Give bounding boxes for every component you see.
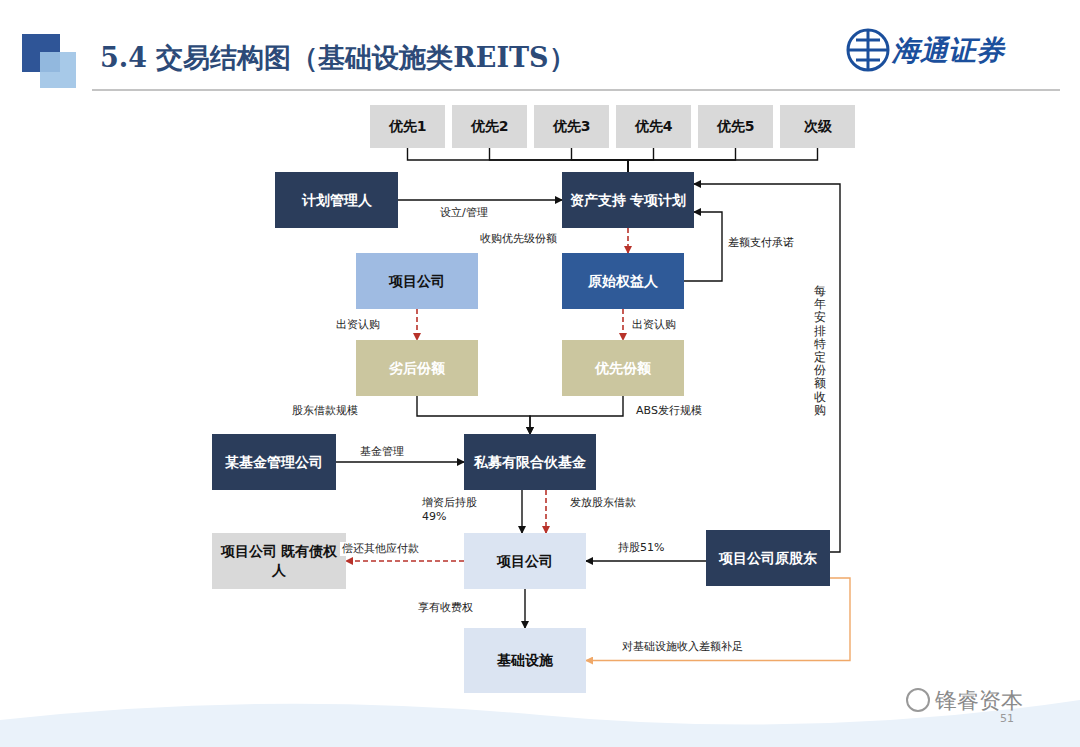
process-box: 资产支持 专项计划 bbox=[562, 172, 694, 228]
process-box: 计划管理人 bbox=[275, 172, 398, 228]
process-box: 项目公司 bbox=[464, 533, 586, 589]
process-box: 私募有限合伙基金 bbox=[464, 434, 596, 490]
box-text: 项目公司 bbox=[383, 270, 451, 293]
box-text: 优先份额 bbox=[589, 357, 657, 380]
edge-label: 持股51% bbox=[616, 541, 666, 555]
box-text: 优先4 bbox=[629, 115, 679, 138]
edge-label: 收购优先级份额 bbox=[478, 232, 559, 246]
title-rule bbox=[92, 89, 1060, 91]
box-text: 优先1 bbox=[383, 115, 433, 138]
box-text: 资产支持 专项计划 bbox=[564, 189, 693, 212]
edge-label: 发放股东借款 bbox=[568, 496, 638, 510]
connector bbox=[586, 560, 706, 561]
process-box: 优先2 bbox=[452, 105, 527, 148]
edge-label: 出资认购 bbox=[630, 318, 678, 332]
box-text: 次级 bbox=[798, 115, 838, 138]
edge-label: 享有收费权 bbox=[416, 601, 475, 615]
connector bbox=[622, 309, 624, 340]
process-box: 项目公司原股东 bbox=[706, 530, 830, 586]
box-text: 基础设施 bbox=[491, 649, 559, 672]
process-box: 优先4 bbox=[616, 105, 691, 148]
connector bbox=[417, 396, 530, 434]
connector bbox=[336, 461, 464, 462]
box-text: 项目公司 bbox=[491, 550, 559, 573]
edge-label: 基金管理 bbox=[358, 445, 406, 459]
box-text: 某基金管理公司 bbox=[219, 451, 329, 474]
watermark: 锋睿资本 bbox=[935, 686, 1023, 716]
process-box: 优先份额 bbox=[562, 340, 684, 396]
process-box: 项目公司 既有债权人 bbox=[212, 533, 346, 589]
process-box: 原始权益人 bbox=[562, 253, 684, 309]
title-icon bbox=[40, 52, 76, 88]
edge-label: 偿还其他应付款 bbox=[340, 542, 421, 556]
edge-label: 出资认购 bbox=[334, 318, 382, 332]
page-number: 51 bbox=[1000, 712, 1014, 725]
edge-label: 差额支付承诺 bbox=[726, 236, 796, 250]
connector bbox=[346, 560, 464, 562]
edge-label: ABS发行规模 bbox=[634, 404, 704, 418]
connector bbox=[530, 396, 623, 434]
connector bbox=[490, 148, 629, 172]
edge-label: 股东借款规模 bbox=[290, 404, 360, 418]
box-text: 项目公司 既有债权人 bbox=[212, 540, 346, 582]
logo-symbol bbox=[848, 30, 888, 70]
box-text: 原始权益人 bbox=[582, 270, 664, 293]
box-text: 计划管理人 bbox=[296, 189, 378, 212]
process-box: 次级 bbox=[780, 105, 855, 148]
process-box: 劣后份额 bbox=[356, 340, 478, 396]
connector bbox=[416, 309, 418, 340]
wechat-icon bbox=[907, 689, 929, 711]
box-text: 优先2 bbox=[465, 115, 515, 138]
process-box: 优先5 bbox=[698, 105, 773, 148]
connector bbox=[586, 578, 850, 661]
process-box: 项目公司 bbox=[356, 253, 478, 309]
process-box: 某基金管理公司 bbox=[212, 434, 336, 490]
edge-label: 对基础设施收入差额补足 bbox=[620, 640, 745, 654]
edge-label: 增资后持股 49% bbox=[420, 496, 490, 525]
edge-label: 每年安排特定份额收购 bbox=[812, 285, 828, 417]
process-box: 基础设施 bbox=[464, 628, 586, 693]
connector bbox=[627, 228, 629, 253]
logo-text: 海通证券 bbox=[892, 32, 1004, 70]
box-text: 私募有限合伙基金 bbox=[468, 451, 592, 474]
box-text: 优先5 bbox=[711, 115, 761, 138]
connector bbox=[524, 589, 525, 628]
box-text: 劣后份额 bbox=[383, 357, 451, 380]
process-box: 优先3 bbox=[534, 105, 609, 148]
connector bbox=[572, 148, 629, 172]
slide-title: 5.4 交易结构图（基础设施类REITS） bbox=[100, 40, 576, 76]
process-box: 优先1 bbox=[370, 105, 445, 148]
connector bbox=[408, 148, 629, 172]
connector bbox=[545, 490, 547, 533]
connector bbox=[521, 490, 522, 533]
box-text: 项目公司原股东 bbox=[713, 547, 823, 570]
connector bbox=[694, 184, 840, 552]
box-text: 优先3 bbox=[547, 115, 597, 138]
wave-background bbox=[0, 700, 1080, 747]
connector bbox=[628, 148, 818, 172]
connector bbox=[398, 199, 562, 200]
edge-label: 设立/管理 bbox=[438, 206, 490, 220]
